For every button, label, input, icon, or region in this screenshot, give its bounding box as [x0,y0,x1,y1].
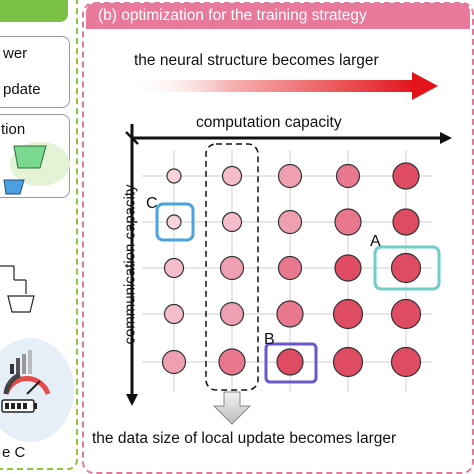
grid-circle [332,346,364,378]
left-method-label: tion [1,121,26,138]
grid-circle [163,257,185,279]
grid-circle [218,348,246,376]
left-legend-item-1: wer [3,45,28,62]
left-legend-item-2: pdate [3,81,41,98]
y-axis-arrowhead [126,394,138,406]
speedometer-icon [3,372,51,395]
grid-circle [334,208,362,236]
battery-icon [1,399,37,413]
panel-b-header: (b) optimization for the training strate… [86,3,470,29]
marker-a: A [370,233,381,250]
grid-circle [277,255,303,281]
grid-circle [219,301,245,327]
grid-circle [390,298,422,330]
left-panel [0,0,78,470]
grid-circle [219,255,245,281]
grid-circle [163,303,185,325]
grid-circle [392,208,420,236]
x-axis-label: computation capacity [196,114,342,131]
x-axis-arrowhead [440,132,452,144]
grid-circle [276,348,304,376]
bottom-label: the data size of local update becomes la… [92,430,397,447]
grid-circle [390,252,422,284]
grid-circle [332,298,364,330]
grid-circle [166,214,182,230]
grid-circle [276,300,304,328]
left-blue-trapezoid [3,179,25,195]
grid-circle [161,349,187,375]
left-green-trapezoid [13,145,47,169]
left-panel-graphics [0,142,74,442]
selection-box-a [373,245,441,291]
marker-c: C [146,195,158,212]
selection-box-c [155,202,195,242]
grid-circle [277,209,303,235]
left-panel-header [0,0,68,22]
circle-grid [161,162,422,378]
top-arrow-label: the neural structure becomes larger [134,52,379,69]
grid-circle [392,162,420,190]
structure-size-arrow [130,72,438,100]
grid-circle [221,165,243,187]
grid-circle [334,254,362,282]
data-size-column-box [205,143,259,391]
left-device-trapezoid [7,295,35,313]
grid-circle [221,211,243,233]
grid-circle [390,346,422,378]
grid-circle [277,163,303,189]
selection-box-b [264,342,318,384]
grid-circle [166,168,182,184]
left-legend-box: wer pdate [0,36,70,108]
signal-icon [10,350,32,374]
left-bottom-label: e C [2,444,26,461]
grid-circle [335,163,361,189]
marker-b: B [264,331,275,348]
data-size-down-arrow [212,391,252,425]
axis-origin-tick [125,131,139,145]
